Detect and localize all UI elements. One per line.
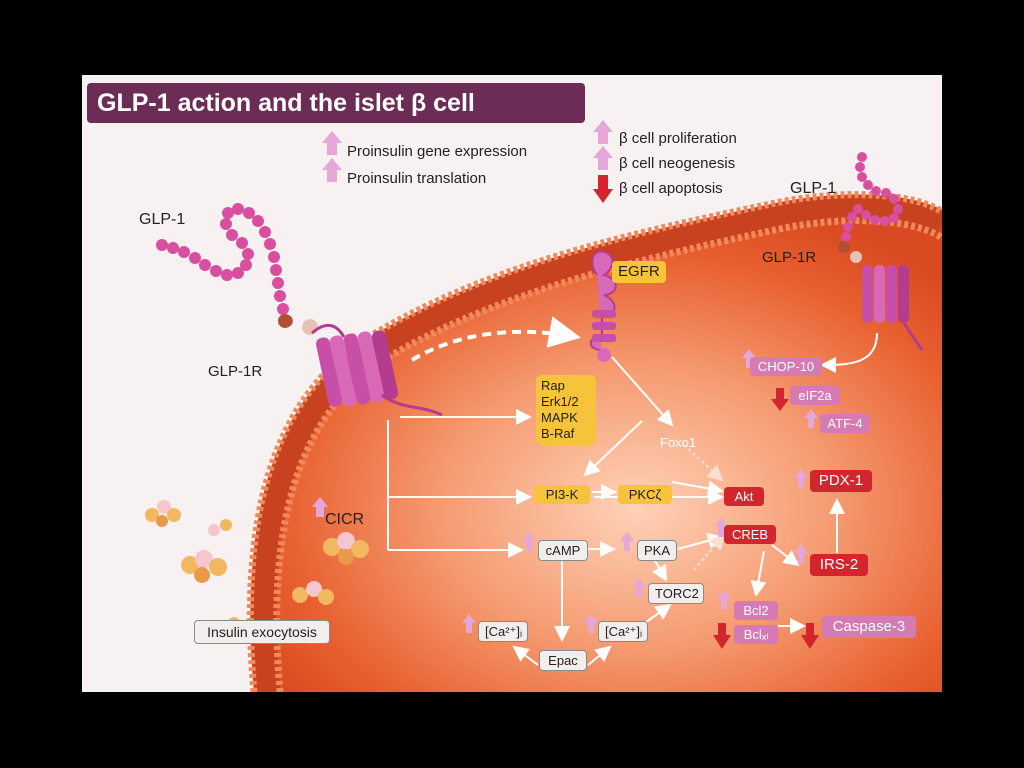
kinase-erk: Erk1/2 [541, 394, 579, 409]
label-glp1-left: GLP-1 [139, 211, 186, 228]
bcl2-box: Bcl2 [734, 601, 778, 620]
glp1-peptide-left [156, 203, 318, 335]
egfr-receptor [589, 250, 617, 362]
ca-right-box: [Ca²⁺]ᵢ [598, 621, 648, 642]
diagram-canvas: GLP-1 action and the islet β cell Proins… [82, 75, 942, 692]
glp1r-receptor-left [311, 323, 443, 417]
bclxl-box: Bclₓₗ [734, 625, 778, 644]
label-proinsulin-gene: Proinsulin gene expression [347, 143, 528, 160]
pdx1-box: PDX-1 [810, 470, 872, 492]
irs2-box: IRS-2 [810, 554, 868, 576]
kinase-mapk: MAPK [541, 410, 578, 425]
cell-membrane [250, 194, 942, 692]
dotted-arrows [683, 444, 726, 571]
kinase-braf: B-Raf [541, 426, 575, 441]
label-glp1-right: GLP-1 [790, 180, 837, 197]
label-foxo1: Foxo1 [660, 435, 697, 450]
pkcz-box: PKCζ [618, 485, 672, 504]
epac-box: Epac [539, 650, 587, 671]
creb-box: CREB [724, 525, 776, 544]
glp1r-receptor-right [862, 265, 924, 351]
label-neogenesis: β cell neogenesis [619, 155, 736, 172]
membrane-beads-outer [246, 191, 942, 692]
chop10-box: CHOP-10 [750, 357, 822, 376]
label-cicr: CICR [325, 511, 365, 528]
label-proliferation: β cell proliferation [619, 130, 737, 147]
effect-arrows [312, 120, 819, 649]
label-proinsulin-translation: Proinsulin translation [347, 170, 487, 187]
pi3k-box: PI3-K [534, 485, 590, 504]
ca-left-box: [Ca²⁺]ᵢ [478, 621, 528, 642]
pka-box: PKA [637, 540, 677, 561]
torc2-box: TORC2 [648, 583, 704, 604]
kinase-rap: Rap [541, 378, 565, 393]
caspase3-box: Caspase-3 [822, 616, 916, 638]
label-glp1r-right: GLP-1R [762, 249, 817, 266]
camp-box: cAMP [538, 540, 588, 561]
egfr-box: EGFR [612, 261, 666, 283]
label-glp1r-left: GLP-1R [208, 363, 263, 380]
diagram-graphics [145, 120, 942, 692]
atf4-box: ATF-4 [820, 414, 870, 433]
insulin-granules [145, 500, 369, 633]
kinase-list-box: Rap Erk1/2 MAPK B-Raf [536, 375, 596, 445]
insulin-exocytosis-box: Insulin exocytosis [194, 620, 330, 644]
eif2a-box: eIF2a [790, 386, 840, 405]
glp1-peptide-right [838, 152, 903, 263]
diagram-title: GLP-1 action and the islet β cell [87, 83, 585, 123]
transactivation-arrow [410, 316, 581, 362]
label-apoptosis: β cell apoptosis [619, 180, 723, 197]
akt-box: Akt [724, 487, 764, 506]
